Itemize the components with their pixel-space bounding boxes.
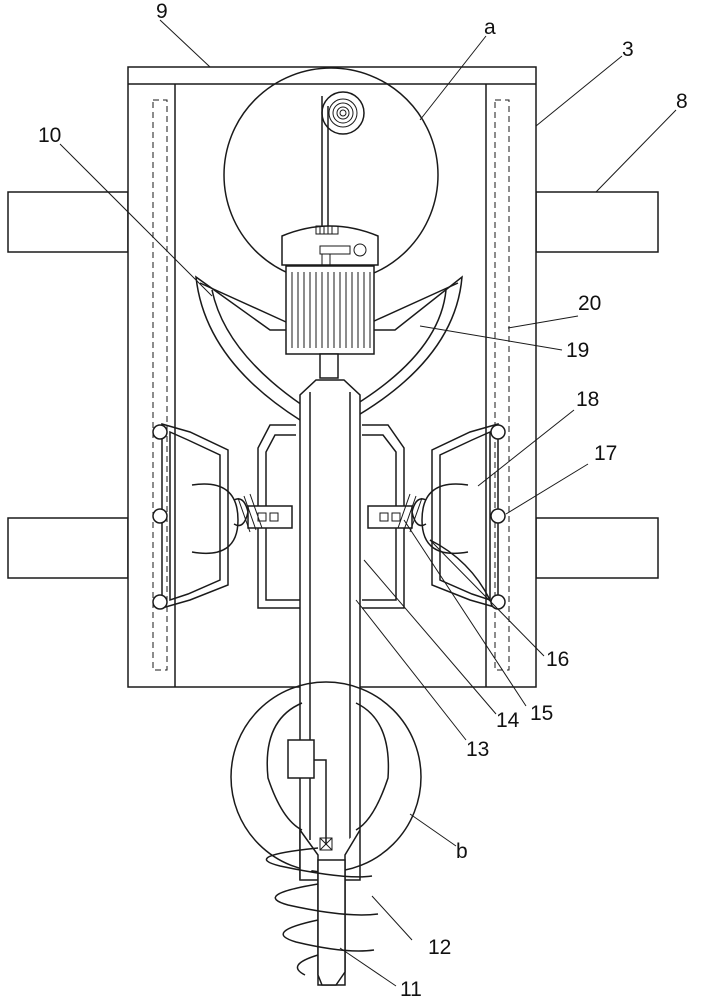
label-19: 19 <box>566 339 589 362</box>
label-15: 15 <box>530 702 553 725</box>
label-18: 18 <box>576 388 599 411</box>
label-11: 11 <box>400 978 422 1000</box>
label-8: 8 <box>676 90 688 113</box>
label-12: 12 <box>428 936 451 959</box>
label-16: 16 <box>546 648 569 671</box>
callout-labels: 9 a 3 8 10 20 19 18 17 16 15 14 13 b 12 … <box>38 0 688 1000</box>
label-b: b <box>456 840 468 863</box>
label-a: a <box>484 16 496 39</box>
label-10: 10 <box>38 124 61 147</box>
label-13: 13 <box>466 738 489 761</box>
detail-circle-b <box>230 681 422 873</box>
leader-lines <box>59 19 677 987</box>
drill-pipe <box>299 379 361 881</box>
label-17: 17 <box>594 442 617 465</box>
pulley <box>321 91 365 226</box>
motor-housing <box>281 225 379 379</box>
auger-bit <box>265 827 379 986</box>
left-clamp <box>152 423 293 610</box>
right-clamp <box>367 423 506 610</box>
label-14: 14 <box>496 709 520 732</box>
label-3: 3 <box>622 38 634 61</box>
motor-fins <box>291 272 371 348</box>
side-brackets <box>257 424 405 609</box>
label-9: 9 <box>156 0 168 23</box>
label-20: 20 <box>578 292 601 315</box>
